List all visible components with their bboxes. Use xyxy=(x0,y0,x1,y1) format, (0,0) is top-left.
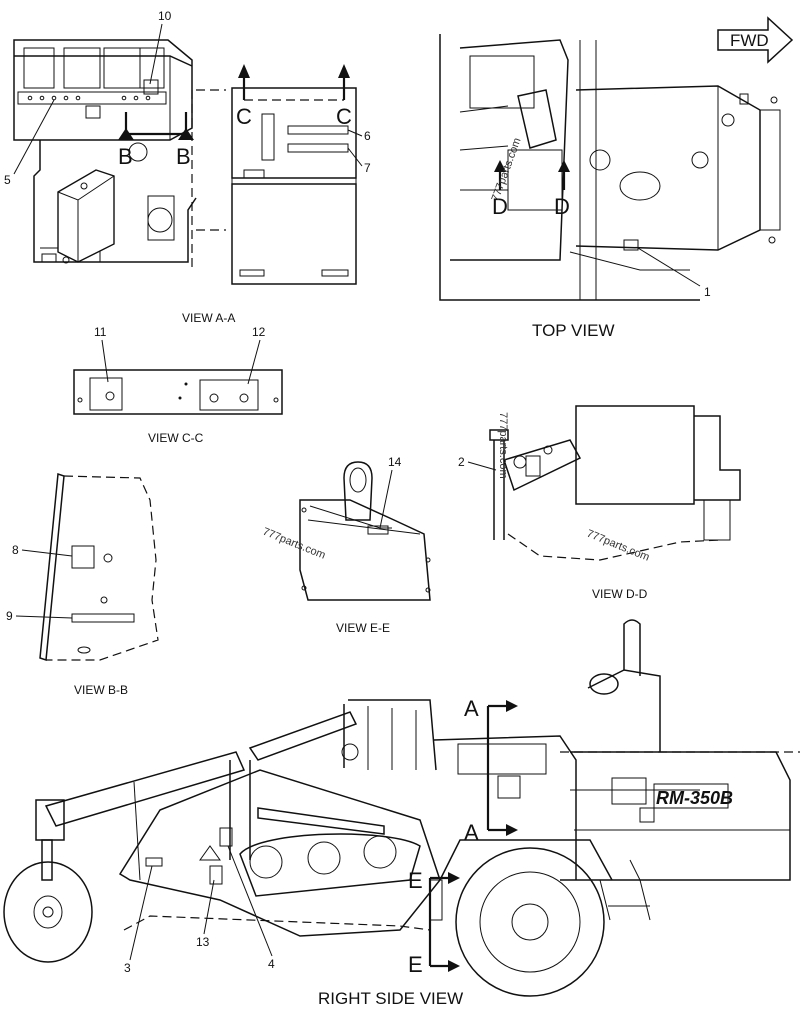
watermark-d: 777parts.com xyxy=(585,528,651,564)
caption-view-b-b: VIEW B-B xyxy=(74,683,128,697)
section-e-arrows: E E xyxy=(408,868,460,977)
callout-1: 1 xyxy=(704,285,711,299)
callout-14: 14 xyxy=(388,455,402,469)
section-a-top: A xyxy=(464,696,479,721)
callout-10: 10 xyxy=(158,9,172,23)
view-d-d: 777parts.com 777parts.com 2 VIEW D-D xyxy=(458,405,741,601)
caption-view-e-e: VIEW E-E xyxy=(336,621,390,635)
callout-2: 2 xyxy=(458,455,465,469)
callout-7: 7 xyxy=(364,161,371,175)
watermark-d-vertical: 777parts.com xyxy=(497,412,509,479)
view-c-c: 11 12 VIEW C-C xyxy=(73,325,283,445)
section-b-left: B xyxy=(118,144,133,169)
view-a-a: B B C C 10 5 6 7 VIEW A-A xyxy=(4,9,371,325)
fwd-arrow: FWD xyxy=(717,16,794,64)
view-b-b: 8 9 VIEW B-B xyxy=(6,472,159,697)
callout-5: 5 xyxy=(4,173,11,187)
callout-9: 9 xyxy=(6,609,13,623)
section-a-bottom: A xyxy=(464,820,479,845)
caption-right-side-view: RIGHT SIDE VIEW xyxy=(318,989,463,1008)
watermark-e: 777parts.com xyxy=(261,526,327,562)
callout-8: 8 xyxy=(12,543,19,557)
section-e-top: E xyxy=(408,868,423,893)
caption-top-view: TOP VIEW xyxy=(532,321,615,340)
section-c-left: C xyxy=(236,104,252,129)
section-b-arrows: B B xyxy=(118,112,194,169)
view-e-e: 777parts.com 14 VIEW E-E xyxy=(261,455,431,635)
fwd-label: FWD xyxy=(730,31,769,50)
section-c-right: C xyxy=(336,104,352,129)
section-d-arrows: D D xyxy=(492,160,570,219)
section-d-right: D xyxy=(554,194,570,219)
model-decal: RM-350B xyxy=(656,788,733,808)
section-d-left: D xyxy=(492,194,508,219)
callout-6: 6 xyxy=(364,129,371,143)
caption-view-c-c: VIEW C-C xyxy=(148,431,204,445)
section-b-right: B xyxy=(176,144,191,169)
console-holes xyxy=(27,95,151,101)
section-e-bottom: E xyxy=(408,952,423,977)
top-view: FWD D D 777parts.com 1 TOP VIEW xyxy=(439,16,794,340)
callout-11: 11 xyxy=(94,325,107,339)
caption-view-a-a: VIEW A-A xyxy=(182,311,235,325)
caption-view-d-d: VIEW D-D xyxy=(592,587,648,601)
callout-13: 13 xyxy=(196,935,210,949)
front-caster-wheel xyxy=(3,861,93,963)
section-c-arrows: C C xyxy=(236,64,352,129)
callout-4: 4 xyxy=(268,957,275,971)
section-a-arrows: A A xyxy=(464,696,518,845)
callout-12: 12 xyxy=(252,325,266,339)
main-drive-wheel xyxy=(439,839,613,997)
callout-3: 3 xyxy=(124,961,131,975)
right-side-view: RM-350B A A E E 3 13 xyxy=(3,619,800,1008)
